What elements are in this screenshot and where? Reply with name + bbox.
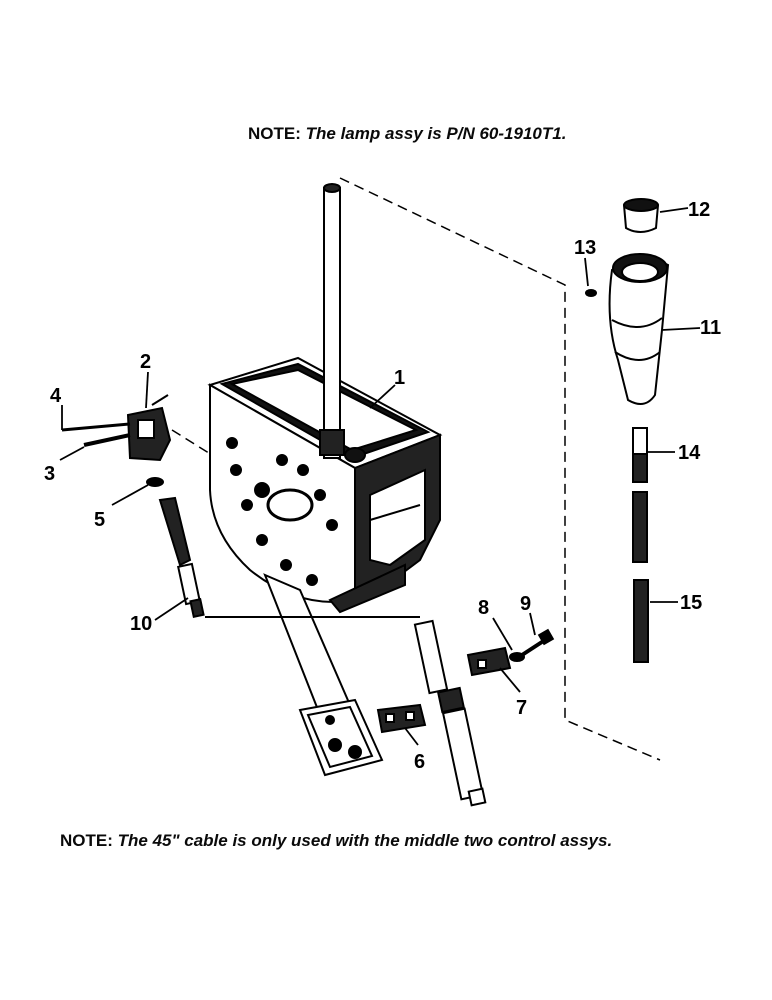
- callout-13: 13: [574, 237, 596, 259]
- callout-9: 9: [520, 593, 531, 615]
- callout-4: 4: [50, 385, 62, 407]
- knob-cap: [622, 198, 660, 233]
- callout-12: 12: [688, 199, 710, 221]
- note-label: NOTE:: [248, 124, 301, 143]
- set-screw: [585, 289, 597, 297]
- callout-5: 5: [94, 509, 105, 531]
- assembly-dash-lines: [171, 177, 661, 761]
- lamp-assy-note: NOTE: The lamp assy is P/N 60-1910T1.: [248, 124, 566, 144]
- callout-7: 7: [516, 697, 527, 719]
- cable-shaft: [376, 619, 512, 807]
- callout-10: 10: [130, 613, 152, 635]
- shift-rod: [319, 183, 366, 463]
- cable-note: NOTE: The 45" cable is only used with th…: [60, 825, 700, 857]
- lamp-socket: [61, 394, 172, 462]
- springs: [632, 491, 649, 663]
- lever-arm: [263, 573, 384, 777]
- callout-15: 15: [680, 592, 702, 614]
- callout-14: 14: [678, 442, 701, 464]
- callout-numbers: 1 2 3 4 5 6 7 8 9 10 11 12 13 14 15: [44, 199, 721, 773]
- pin: [632, 427, 648, 483]
- cable-end: [158, 496, 420, 619]
- shift-knob: [608, 253, 670, 405]
- o-ring: [146, 477, 164, 487]
- leader-lines: [59, 207, 701, 746]
- note-text: The lamp assy is P/N 60-1910T1.: [305, 124, 567, 143]
- callout-11: 11: [700, 317, 721, 339]
- note-text: The 45" cable is only used with the midd…: [117, 831, 613, 850]
- callout-1: 1: [394, 367, 405, 389]
- callout-6: 6: [414, 751, 425, 773]
- housing-body: [207, 356, 443, 614]
- callout-3: 3: [44, 463, 55, 485]
- note-label: NOTE:: [60, 831, 113, 850]
- callout-8: 8: [478, 597, 489, 619]
- screw-and-washer: [509, 628, 555, 662]
- callout-2: 2: [140, 351, 151, 373]
